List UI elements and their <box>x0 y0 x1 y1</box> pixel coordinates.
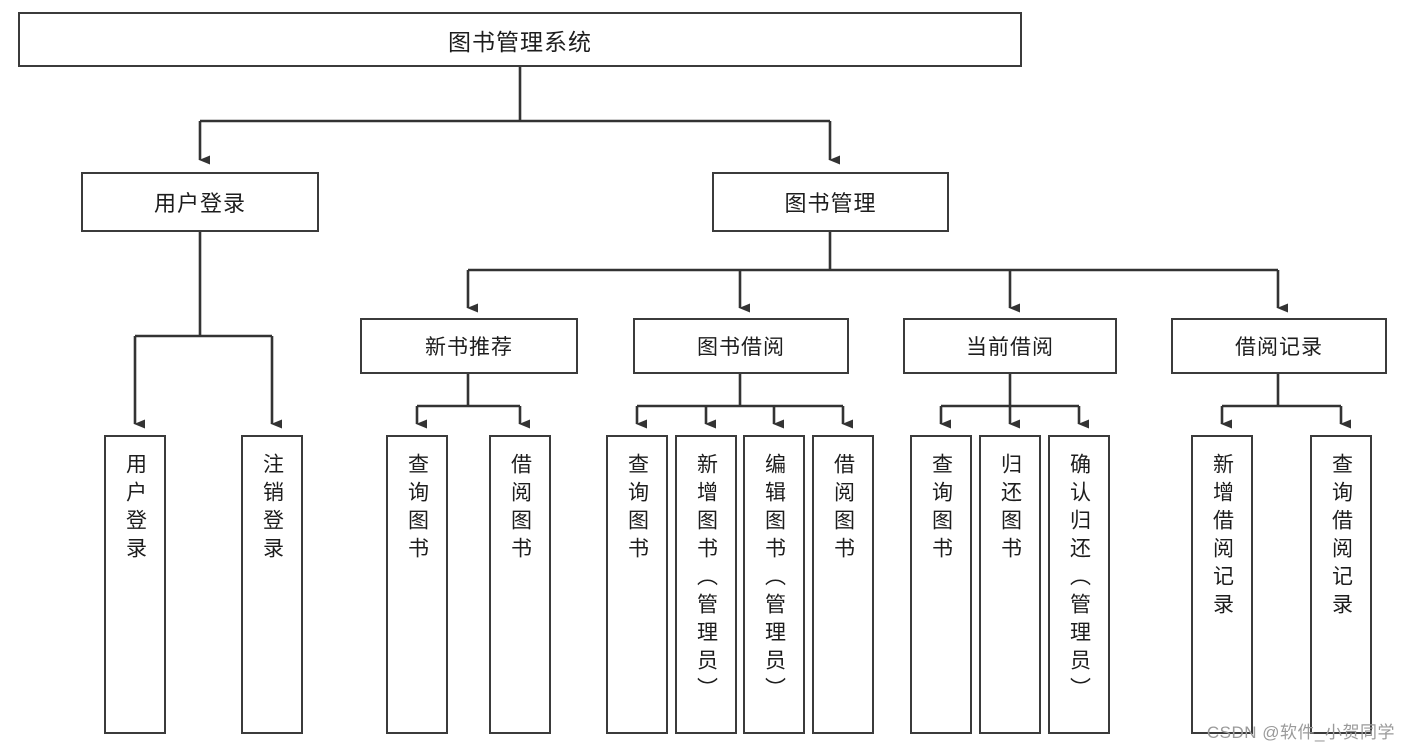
node-leaf-query-borrow-record[interactable]: 查询借阅记录 <box>1310 435 1372 734</box>
node-new-book-recommend-label: 新书推荐 <box>425 336 513 359</box>
node-leaf-edit-book-label: 编辑图书（管理员） <box>762 453 786 705</box>
node-book-manage[interactable]: 图书管理 <box>712 172 949 232</box>
node-leaf-query-book-current[interactable]: 查询图书 <box>910 435 972 734</box>
node-leaf-add-borrow-record-label: 新增借阅记录 <box>1210 453 1234 621</box>
node-user-login[interactable]: 用户登录 <box>81 172 319 232</box>
node-book-borrow-label: 图书借阅 <box>697 336 785 359</box>
node-leaf-add-book-label: 新增图书（管理员） <box>694 453 718 705</box>
node-leaf-return-book[interactable]: 归还图书 <box>979 435 1041 734</box>
node-current-borrow-label: 当前借阅 <box>966 336 1054 359</box>
node-leaf-add-book[interactable]: 新增图书（管理员） <box>675 435 737 734</box>
node-user-login-label: 用户登录 <box>153 191 246 216</box>
node-leaf-user-login-label: 用户登录 <box>123 453 147 565</box>
node-leaf-borrow-book-label: 借阅图书 <box>831 453 855 565</box>
node-leaf-query-book-borrow[interactable]: 查询图书 <box>606 435 668 734</box>
node-leaf-query-book-borrow-label: 查询图书 <box>625 453 649 565</box>
node-leaf-borrow-book-recommend[interactable]: 借阅图书 <box>489 435 551 734</box>
node-leaf-return-book-label: 归还图书 <box>998 453 1022 565</box>
node-leaf-borrow-book[interactable]: 借阅图书 <box>812 435 874 734</box>
csdn-watermark: CSDN @软件_小贺同学 <box>1206 723 1395 742</box>
node-leaf-confirm-return[interactable]: 确认归还（管理员） <box>1048 435 1110 734</box>
node-book-manage-label: 图书管理 <box>784 191 877 216</box>
node-leaf-confirm-return-label: 确认归还（管理员） <box>1067 453 1091 705</box>
node-current-borrow[interactable]: 当前借阅 <box>903 318 1117 374</box>
node-root-system[interactable]: 图书管理系统 <box>18 12 1022 67</box>
node-leaf-logout-login-label: 注销登录 <box>260 453 284 565</box>
node-borrow-record-label: 借阅记录 <box>1235 336 1323 359</box>
node-borrow-record[interactable]: 借阅记录 <box>1171 318 1387 374</box>
node-leaf-edit-book[interactable]: 编辑图书（管理员） <box>743 435 805 734</box>
node-root-label: 图书管理系统 <box>448 28 592 55</box>
node-leaf-borrow-book-recommend-label: 借阅图书 <box>508 453 532 565</box>
node-new-book-recommend[interactable]: 新书推荐 <box>360 318 578 374</box>
node-leaf-add-borrow-record[interactable]: 新增借阅记录 <box>1191 435 1253 734</box>
node-leaf-logout-login[interactable]: 注销登录 <box>241 435 303 734</box>
node-leaf-user-login[interactable]: 用户登录 <box>104 435 166 734</box>
node-book-borrow[interactable]: 图书借阅 <box>633 318 849 374</box>
node-leaf-query-borrow-record-label: 查询借阅记录 <box>1329 453 1353 621</box>
node-leaf-query-book-current-label: 查询图书 <box>929 453 953 565</box>
node-leaf-query-book-recommend[interactable]: 查询图书 <box>386 435 448 734</box>
node-leaf-query-book-recommend-label: 查询图书 <box>405 453 429 565</box>
